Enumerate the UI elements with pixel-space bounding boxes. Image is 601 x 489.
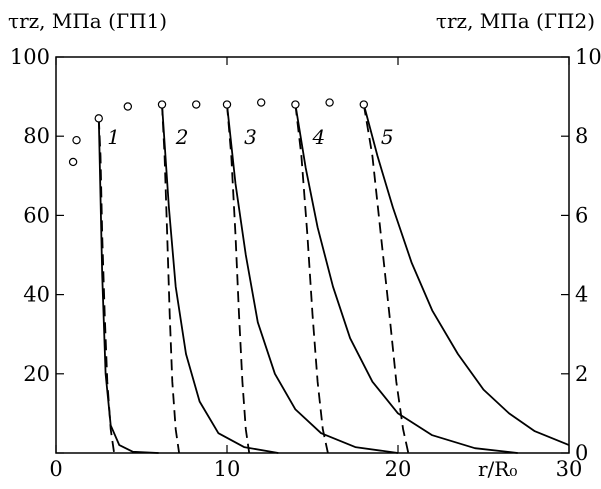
data-point-marker xyxy=(359,100,368,109)
data-point-marker xyxy=(291,100,300,109)
y-left-axis-title: τrz, МПа (ГП1) xyxy=(8,9,167,33)
x-tick-label: 20 xyxy=(385,457,412,481)
data-point-marker xyxy=(123,102,133,111)
y-right-tick-label: 4 xyxy=(575,283,588,307)
solid-series-2 xyxy=(161,104,279,454)
x-tick-label: 30 xyxy=(556,457,583,481)
data-point-marker xyxy=(157,100,167,109)
y-left-tick-label: 40 xyxy=(23,283,50,307)
y-left-tick-label: 100 xyxy=(10,45,50,69)
x-tick-label: 0 xyxy=(49,457,62,481)
dashed-series-2 xyxy=(161,104,180,454)
x-axis-title: r/R₀ xyxy=(478,457,517,481)
dashed-series-5 xyxy=(362,104,410,454)
tick-labels: 0 10 20 30 20 40 60 80 100 0 2 4 6 8 10 xyxy=(10,45,601,481)
plot-frame xyxy=(55,56,570,454)
data-point-marker xyxy=(222,100,232,109)
solid-series-3 xyxy=(226,104,399,454)
y-right-tick-label: 6 xyxy=(575,203,588,227)
curve-label-2: 2 xyxy=(175,125,189,149)
y-right-tick-label: 2 xyxy=(575,362,588,386)
x-tick-label: 10 xyxy=(214,457,241,481)
y-right-axis-title: τrz, МПа (ГП2) xyxy=(436,9,595,33)
curve-label-5: 5 xyxy=(381,125,394,149)
solid-series-4 xyxy=(294,104,518,454)
solid-series-5 xyxy=(362,104,570,446)
y-left-tick-label: 80 xyxy=(23,124,50,148)
y-right-tick-label: 8 xyxy=(575,124,588,148)
curve-label-1: 1 xyxy=(107,125,120,149)
markers-layer xyxy=(68,98,368,167)
data-point-marker xyxy=(192,100,201,109)
data-point-marker xyxy=(94,114,103,123)
data-point-marker xyxy=(325,98,334,107)
y-left-tick-label: 60 xyxy=(23,203,50,227)
ticks xyxy=(55,56,570,454)
data-point-marker xyxy=(257,98,266,107)
dashed-series-4 xyxy=(294,104,329,454)
y-right-tick-label: 0 xyxy=(575,441,588,465)
dashed-series-3 xyxy=(226,104,251,454)
data-point-marker xyxy=(68,157,78,167)
curve-label-3: 3 xyxy=(244,125,257,149)
dashed-series-1 xyxy=(97,118,115,454)
data-point-marker xyxy=(72,135,81,145)
series-layer xyxy=(97,104,570,454)
curve-label-4: 4 xyxy=(312,125,326,149)
y-left-tick-label: 20 xyxy=(23,362,50,386)
curve-labels-layer: 1 2 3 4 5 xyxy=(107,125,393,149)
solid-series-1 xyxy=(97,118,159,454)
y-right-tick-label: 10 xyxy=(575,45,601,69)
